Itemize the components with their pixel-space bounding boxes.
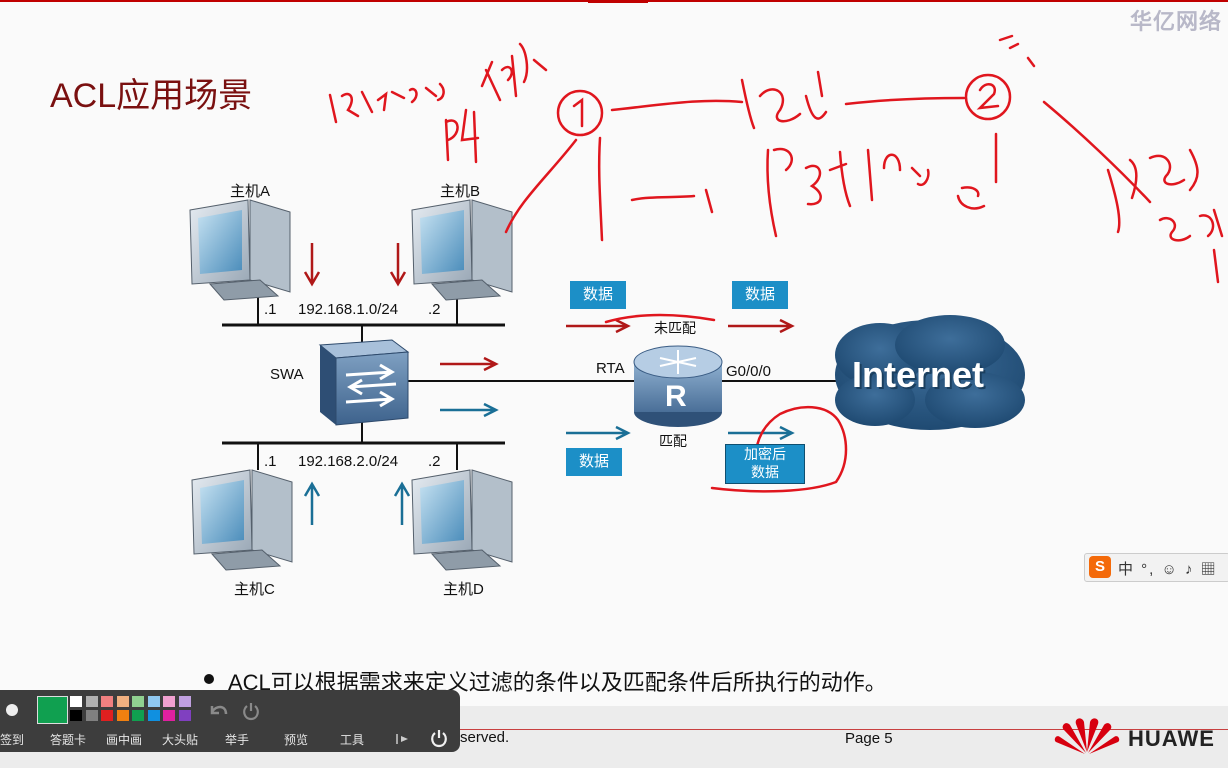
color-swatch[interactable]: [132, 710, 144, 721]
slide-title: ACL应用场景: [50, 77, 253, 115]
router-letter: R: [665, 380, 687, 413]
switch-label: SWA: [270, 366, 304, 383]
lan-top-subnet: 192.168.1.0/24: [298, 301, 399, 318]
host-b-label: 主机B: [440, 183, 481, 200]
host-c-icon: [191, 469, 293, 571]
toolbar-more-icon[interactable]: [394, 732, 412, 746]
data-box-out-red: 数据: [732, 281, 788, 309]
color-swatch[interactable]: [116, 696, 129, 707]
toolbar-raise-hand[interactable]: 举手: [225, 733, 250, 747]
host-a-ip-suffix: .1: [264, 301, 277, 318]
color-swatch[interactable]: [178, 710, 191, 721]
bullet-icon: [204, 674, 214, 684]
toolbar-picture-in-picture[interactable]: 画中画: [106, 733, 143, 747]
unmatched-label: 未匹配: [654, 320, 696, 336]
lan-bottom-subnet: 192.168.2.0/24: [298, 453, 399, 470]
ime-status-text[interactable]: 中 °, ☺ ♪ ▦: [1118, 561, 1218, 578]
toolbar-preview[interactable]: 预览: [284, 733, 309, 747]
color-swatch[interactable]: [85, 696, 98, 707]
sogou-logo-icon[interactable]: S: [1089, 556, 1111, 578]
ink-annotations: [328, 34, 1224, 493]
footer-copyright: served.: [460, 729, 510, 746]
slide-top-mark: [588, 0, 648, 3]
color-swatch[interactable]: [116, 710, 129, 721]
matched-label: 匹配: [659, 433, 687, 449]
host-c-ip-suffix: .1: [264, 453, 277, 470]
color-swatch[interactable]: [70, 696, 82, 707]
color-swatch[interactable]: [85, 710, 98, 721]
host-d-icon: [411, 469, 513, 571]
active-pen-color[interactable]: [37, 696, 68, 724]
router-port-label: G0/0/0: [726, 363, 772, 380]
pen-size-dot-icon[interactable]: [6, 704, 18, 716]
color-swatch[interactable]: [70, 710, 82, 721]
encrypted-data-box: 加密后 数据: [725, 444, 805, 484]
router-label: RTA: [596, 360, 625, 377]
watermark: 华亿网络: [1129, 9, 1222, 34]
toolbar-exit-icon[interactable]: [428, 727, 450, 749]
toolbar-answer-card[interactable]: 答题卡: [50, 733, 87, 747]
switch-icon: [318, 339, 410, 426]
color-swatch[interactable]: [101, 710, 113, 721]
color-swatch[interactable]: [163, 696, 175, 707]
encrypted-line-2: 数据: [751, 464, 779, 480]
color-swatch[interactable]: [147, 696, 160, 707]
encrypted-line-1: 加密后: [744, 446, 786, 462]
host-d-label: 主机D: [443, 581, 484, 598]
undo-icon[interactable]: [206, 700, 230, 722]
color-swatch[interactable]: [132, 696, 144, 707]
host-c-label: 主机C: [234, 581, 275, 598]
color-palette: [70, 696, 200, 722]
internet-label: Internet: [852, 354, 985, 395]
power-off-icon[interactable]: [240, 700, 262, 722]
data-box-in-blue: 数据: [566, 448, 622, 476]
traffic-arrows: [303, 243, 795, 525]
toolbar-sticker[interactable]: 大头贴: [162, 733, 199, 747]
color-swatch[interactable]: [147, 710, 160, 721]
huawei-brand-text: HUAWE: [1128, 726, 1215, 751]
footer-rule: [455, 729, 1228, 730]
color-swatch[interactable]: [101, 696, 113, 707]
host-d-ip-suffix: .2: [428, 453, 441, 470]
huawei-logo-icon: [1054, 718, 1120, 754]
host-b-icon: [411, 199, 513, 301]
toolbar-sign-in[interactable]: 签到: [0, 733, 25, 747]
toolbar-tools[interactable]: 工具: [340, 733, 365, 747]
host-a-label: 主机A: [230, 183, 271, 200]
host-b-ip-suffix: .2: [428, 301, 441, 318]
color-swatch[interactable]: [163, 710, 175, 721]
data-box-in-red: 数据: [570, 281, 626, 309]
footer-page-number: Page 5: [845, 730, 893, 747]
router-icon: [633, 345, 723, 427]
host-a-icon: [189, 199, 291, 301]
color-swatch[interactable]: [178, 696, 191, 707]
internet-cloud-icon: [835, 315, 1025, 430]
